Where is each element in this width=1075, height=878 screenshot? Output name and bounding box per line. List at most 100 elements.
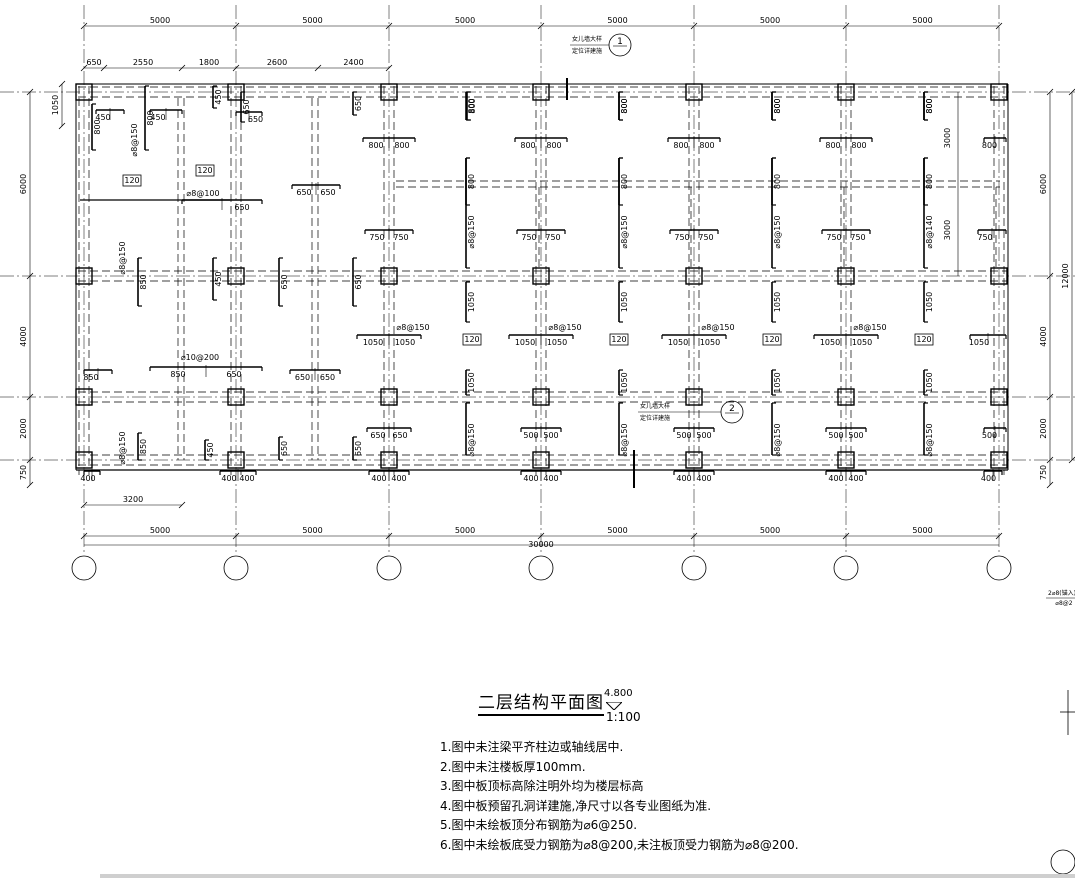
- dimension-label: 800: [93, 119, 102, 134]
- column: [75, 388, 93, 406]
- column: [532, 83, 550, 101]
- dim-tick: [26, 88, 34, 96]
- dimension-label: 5000: [455, 16, 475, 25]
- rebar-label: ⌀10@200: [181, 353, 219, 362]
- dimension-label: 5000: [912, 526, 932, 535]
- note-item: 3.图中板顶标高除注明外均为楼层标高: [440, 779, 644, 793]
- column: [685, 451, 703, 469]
- dimension-label: 1800: [199, 58, 219, 67]
- dimension-label: 5000: [760, 526, 780, 535]
- slab-thickness-label: 120: [197, 166, 212, 175]
- slab-thickness-box: [195, 164, 215, 177]
- dim-tick: [385, 22, 393, 30]
- column: [380, 451, 398, 469]
- dimension-label: 4000: [19, 326, 28, 346]
- dimension-label: 650: [296, 188, 311, 197]
- dimension-label: 850: [170, 370, 185, 379]
- dimension-label: 450: [150, 113, 165, 122]
- dimension-label: 1050: [51, 95, 60, 115]
- dimension-label: 5000: [607, 526, 627, 535]
- dimension-label: 5000: [302, 16, 322, 25]
- dimension-label: 1050: [820, 338, 840, 347]
- dimension-label: 400: [221, 474, 236, 483]
- rebar-label: ⌀8@150: [130, 123, 139, 156]
- dimension-label: 800: [925, 174, 934, 189]
- dimension-label: 800: [925, 98, 934, 113]
- slab-thickness-label: 120: [124, 176, 139, 185]
- rebar-label: ⌀8@150: [467, 423, 476, 456]
- dim-tick: [80, 64, 88, 72]
- column: [227, 451, 245, 469]
- dimension-label: 650: [242, 99, 251, 114]
- dimension-label: 500: [676, 431, 691, 440]
- dimension-label: 400: [523, 474, 538, 483]
- dim-tick: [314, 64, 322, 72]
- callout-number: 1: [617, 37, 623, 47]
- rebar-label: ⌀8@150: [853, 323, 886, 332]
- column: [532, 267, 550, 285]
- dimension-label: 500: [848, 431, 863, 440]
- column: [380, 267, 398, 285]
- dim-tick: [232, 532, 240, 540]
- dimension-label: 650: [226, 370, 241, 379]
- dim-tick: [537, 532, 545, 540]
- dim-tick: [178, 64, 186, 72]
- dimension-label: 1050: [773, 292, 782, 312]
- dimension-label: 1050: [925, 292, 934, 312]
- rebar-label: ⌀8@150: [925, 423, 934, 456]
- general-notes: 1.图中未注梁平齐柱边或轴线居中. 2.图中未注楼板厚100mm. 3.图中板顶…: [440, 738, 799, 855]
- dimension-label: 750: [674, 233, 689, 242]
- dimension-label: 750: [521, 233, 536, 242]
- dimension-label: 1050: [773, 372, 782, 392]
- column: [380, 388, 398, 406]
- dimension-label: 850: [139, 439, 148, 454]
- slab-thickness-label: 120: [916, 335, 931, 344]
- axis-bubble: [681, 555, 707, 581]
- drawing-elevation: 4.800: [604, 688, 633, 699]
- column: [75, 83, 93, 101]
- dimension-label: 5000: [150, 16, 170, 25]
- dim-tick: [232, 22, 240, 30]
- dimension-label: 750: [1039, 465, 1048, 480]
- rebar-bars: [83, 78, 1007, 488]
- callout-text: 定位详建施: [640, 414, 670, 422]
- callout-text: 定位详建施: [572, 47, 602, 55]
- note-item: 6.图中未绘板底受力钢筋为⌀8@200,未注板顶受力钢筋为⌀8@200.: [440, 837, 799, 852]
- column: [685, 388, 703, 406]
- dimension-label: 500: [523, 431, 538, 440]
- dimension-label: 1050: [467, 372, 476, 392]
- axis-bubble: [376, 555, 402, 581]
- dimension-label: 5000: [607, 16, 627, 25]
- rebar-label: ⌀8@150: [118, 241, 127, 274]
- dimension-label: 1050: [363, 338, 383, 347]
- dimension-label: 3000: [943, 220, 952, 240]
- dimension-label: 3000: [943, 128, 952, 148]
- dimension-label: 650: [354, 441, 363, 456]
- dimension-label: 1050: [547, 338, 567, 347]
- dimension-label: 750: [977, 233, 992, 242]
- dimension-label: 2550: [133, 58, 153, 67]
- dimension-label: 750: [850, 233, 865, 242]
- rebar-label: ⌀8@150: [467, 215, 476, 248]
- column: [990, 83, 1008, 101]
- dimension-label: 400: [239, 474, 254, 483]
- dimension-label: 650: [354, 96, 363, 111]
- callout-text: 女儿墙大样: [640, 402, 670, 410]
- dimension-label: 1050: [620, 292, 629, 312]
- dimension-label: 650: [295, 373, 310, 382]
- column: [990, 267, 1008, 285]
- horizontal-scrollbar[interactable]: [100, 874, 1075, 878]
- corner-note: ⌀8@2: [1055, 600, 1072, 607]
- drawing-title: 二层结构平面图: [478, 688, 604, 716]
- note-item: 1.图中未注梁平齐柱边或轴线居中.: [440, 740, 624, 754]
- dimension-label: 5000: [760, 16, 780, 25]
- dimension-label: 2000: [1039, 418, 1048, 438]
- rebar-label: ⌀8@150: [396, 323, 429, 332]
- dimension-label: 400: [848, 474, 863, 483]
- dimension-label: 1050: [620, 372, 629, 392]
- dimension-label: 1050: [969, 338, 989, 347]
- dimension-label: 12000: [1061, 263, 1070, 288]
- dimension-label: 750: [545, 233, 560, 242]
- dimension-label: 800: [546, 141, 561, 150]
